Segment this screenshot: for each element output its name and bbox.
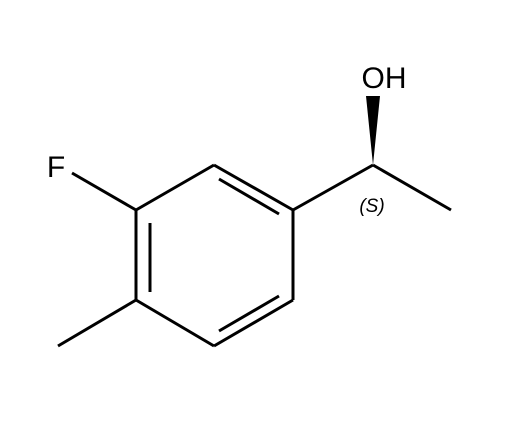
hydroxyl-atom-label: OH [362, 62, 407, 95]
ring-double-bond-inner-bottom [218, 294, 280, 333]
ring-bond-c6-c1 [213, 163, 294, 212]
ring-bond-c2-c3 [213, 298, 294, 348]
bond-chiral-carbon-methyl [372, 163, 452, 212]
ring-double-bond-inner-top [218, 177, 280, 216]
wedge-bond-chiral-oh [366, 96, 380, 165]
bond-c4-methyl [57, 298, 137, 348]
ring-bond-c3-c4 [135, 298, 215, 348]
ring-bond-c5-c6 [135, 163, 215, 212]
stereo-descriptor-label: (S) [359, 196, 384, 217]
bond-c5-fluorine [71, 171, 137, 212]
bond-c1-chiral-carbon [292, 163, 374, 212]
fluorine-atom-label: F [47, 151, 65, 184]
